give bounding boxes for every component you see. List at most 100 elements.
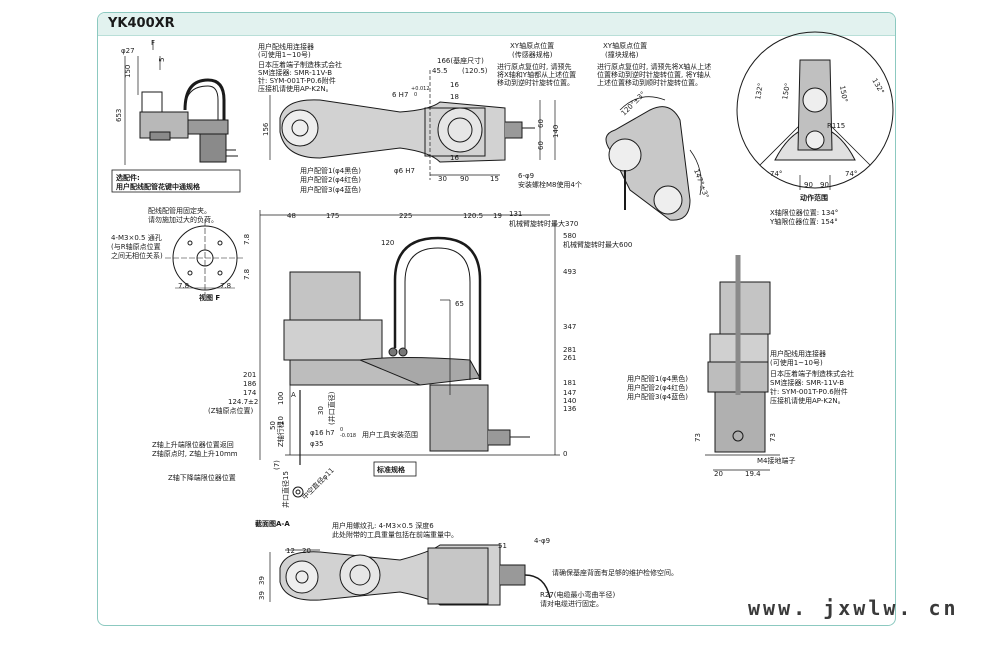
side-max-600: 机械臂旋转时最大600: [563, 240, 632, 249]
side-dim-580: 580: [563, 232, 576, 240]
screw-note-2: 此处附带的工具重量包括在前端重量中。: [332, 530, 458, 539]
right-connector-5: 针: SYM-001T-P0.6附件: [770, 387, 848, 396]
left-dim-186: 186: [243, 380, 257, 388]
z-up-2: Z轴原点时, Z轴上升10mm: [152, 449, 238, 458]
standard-spec-label: 标准规格: [376, 465, 406, 474]
dim-7-8-a: 7.8: [243, 234, 251, 245]
maintenance-space-note: 请确保基座背面有足够的维护检修空间。: [552, 568, 678, 577]
dim-120-5: (120.5): [462, 67, 488, 75]
xy-sensor-5: 移动到逆时针旋转位置。: [497, 78, 574, 87]
dim-30-side: 30: [317, 406, 325, 415]
side-dim-131: 131: [509, 210, 522, 218]
xy-stop-1: XY轴原点位置: [603, 41, 647, 50]
right-dim-493: 493: [563, 268, 576, 276]
x-limit: X轴限位器位置: 134°: [770, 208, 838, 217]
z-origin-label: (Z轴原点位置): [208, 406, 254, 415]
side-dim-19: 19: [493, 212, 502, 220]
section-caption: 截面图A-A: [255, 519, 290, 528]
angle-150-left: 150°: [781, 82, 792, 100]
side-dim-225: 225: [399, 212, 412, 220]
dim-90-b: 90: [820, 181, 829, 189]
dim-16a: 16: [450, 81, 459, 89]
dim-5: 5: [158, 58, 166, 62]
right-dim-147: 147: [563, 389, 576, 397]
view-f: [165, 220, 245, 296]
connector-note-1: 用户配线用连接器: [258, 42, 314, 51]
pipe-3-label: 用户配管3(φ4蓝色): [300, 185, 361, 194]
tol-minus: -0.018: [340, 433, 356, 439]
side-dim-48: 48: [287, 212, 296, 220]
z-stroke-label: Z轴行程: [276, 421, 285, 447]
xy-sensor-2: (传感器规格): [512, 50, 553, 59]
radius-r115: R115: [827, 122, 845, 130]
right-dim-261: 261: [563, 354, 576, 362]
dim-phi35: φ35: [310, 440, 324, 448]
z-up-1: Z轴上升端限位器位置返回: [152, 440, 234, 449]
work-range-caption: 动作范围: [800, 193, 828, 202]
dim-6h7: 6 H7: [392, 91, 408, 99]
dim-18: 18: [450, 93, 459, 101]
top-left-elevation: [111, 40, 241, 193]
watermark-url: www. jxwlw. cn: [748, 596, 959, 620]
dim-7-8-b: 7.8: [243, 269, 251, 280]
view-f-note-1: 配线配管用固定夹。: [148, 206, 211, 215]
side-max-370: 机械臂旋转时最大370: [509, 219, 578, 228]
holes-label: 6-φ9: [518, 172, 534, 180]
xy-stop-2: (撞块规格): [605, 50, 639, 59]
right-dim-136: 136: [563, 405, 577, 413]
side-dim-120-5: 120.5: [463, 212, 483, 220]
tol-plus: +0.012: [411, 86, 430, 92]
view-f-caption: 视图 F: [199, 293, 220, 302]
section-a-marker: A: [291, 391, 296, 399]
dim-50: 50: [269, 421, 277, 430]
phi27-label: φ27: [121, 47, 135, 55]
dim-45-5: 45.5: [432, 67, 448, 75]
right-connector-1: 用户配线用连接器: [770, 349, 826, 358]
right-dim-0: 0: [563, 450, 567, 458]
right-dim-20: 20: [714, 470, 723, 478]
main-side-view: [259, 210, 560, 498]
dim-phi16h7: φ16 h7: [310, 429, 335, 437]
side-dim-65: 65: [455, 300, 464, 308]
dim-16b: 16: [450, 154, 459, 162]
right-dim-19-4: 19.4: [745, 470, 761, 478]
dim-7: (7): [273, 460, 281, 470]
dim-15: 15: [490, 175, 499, 183]
dim-7-8-c: 7.8: [178, 282, 189, 290]
cable-radius-note: R27(电缆最小弯曲半径): [540, 590, 616, 599]
model-title: YK400XR: [108, 16, 175, 31]
dim-90: 90: [460, 175, 469, 183]
dim-30: 30: [438, 175, 447, 183]
right-pipe-1: 用户配管1(φ4黑色): [627, 374, 688, 383]
accessory-label-1: 选配件:: [116, 173, 140, 182]
bottom-dim-12: 12: [286, 547, 295, 555]
xy-stop-3: 进行原点复位时, 请预先将X轴从上述: [597, 62, 711, 71]
dim-140: 140: [552, 125, 560, 138]
right-dim-73-b: 73: [769, 433, 777, 442]
xy-sensor-1: XY轴原点位置: [510, 41, 554, 50]
angle-74-right: 74°: [845, 170, 857, 178]
side-dim-120: 120: [381, 239, 394, 247]
angle-132-left: 132°: [754, 82, 765, 100]
pipe-2-label: 用户配管2(φ4红色): [300, 175, 361, 184]
xy-sensor-4: 将X轴和Y轴都从上述位置: [497, 70, 576, 79]
view-f-holes-2: (与R轴原点位置: [111, 242, 161, 251]
dim-100: 100: [277, 392, 285, 405]
well-label: (井口直径): [327, 391, 336, 425]
view-f-note-2: 请勿施加过大的负荷。: [148, 215, 218, 224]
dim-156: 156: [262, 122, 270, 136]
angle-132-right: 132°: [870, 77, 885, 96]
right-dim-140: 140: [563, 397, 576, 405]
tol-zero-side: 0: [340, 427, 343, 433]
dim-phi6h7: φ6 H7: [394, 167, 415, 175]
dim-60b: 60: [537, 141, 545, 150]
angle-147: 147°±3°: [692, 168, 710, 200]
bottom-dim-51: 51: [498, 542, 507, 550]
right-connector-3: 日本压着端子制造株式会社: [770, 369, 854, 378]
title-bar: YK400XR: [98, 13, 895, 36]
dim-60a: 60: [537, 119, 545, 128]
right-dim-73-a: 73: [694, 433, 702, 442]
view-f-holes-1: 4-M3×0.5 通孔: [111, 233, 162, 242]
connector-note-2: (可使用1~10号): [258, 50, 311, 59]
